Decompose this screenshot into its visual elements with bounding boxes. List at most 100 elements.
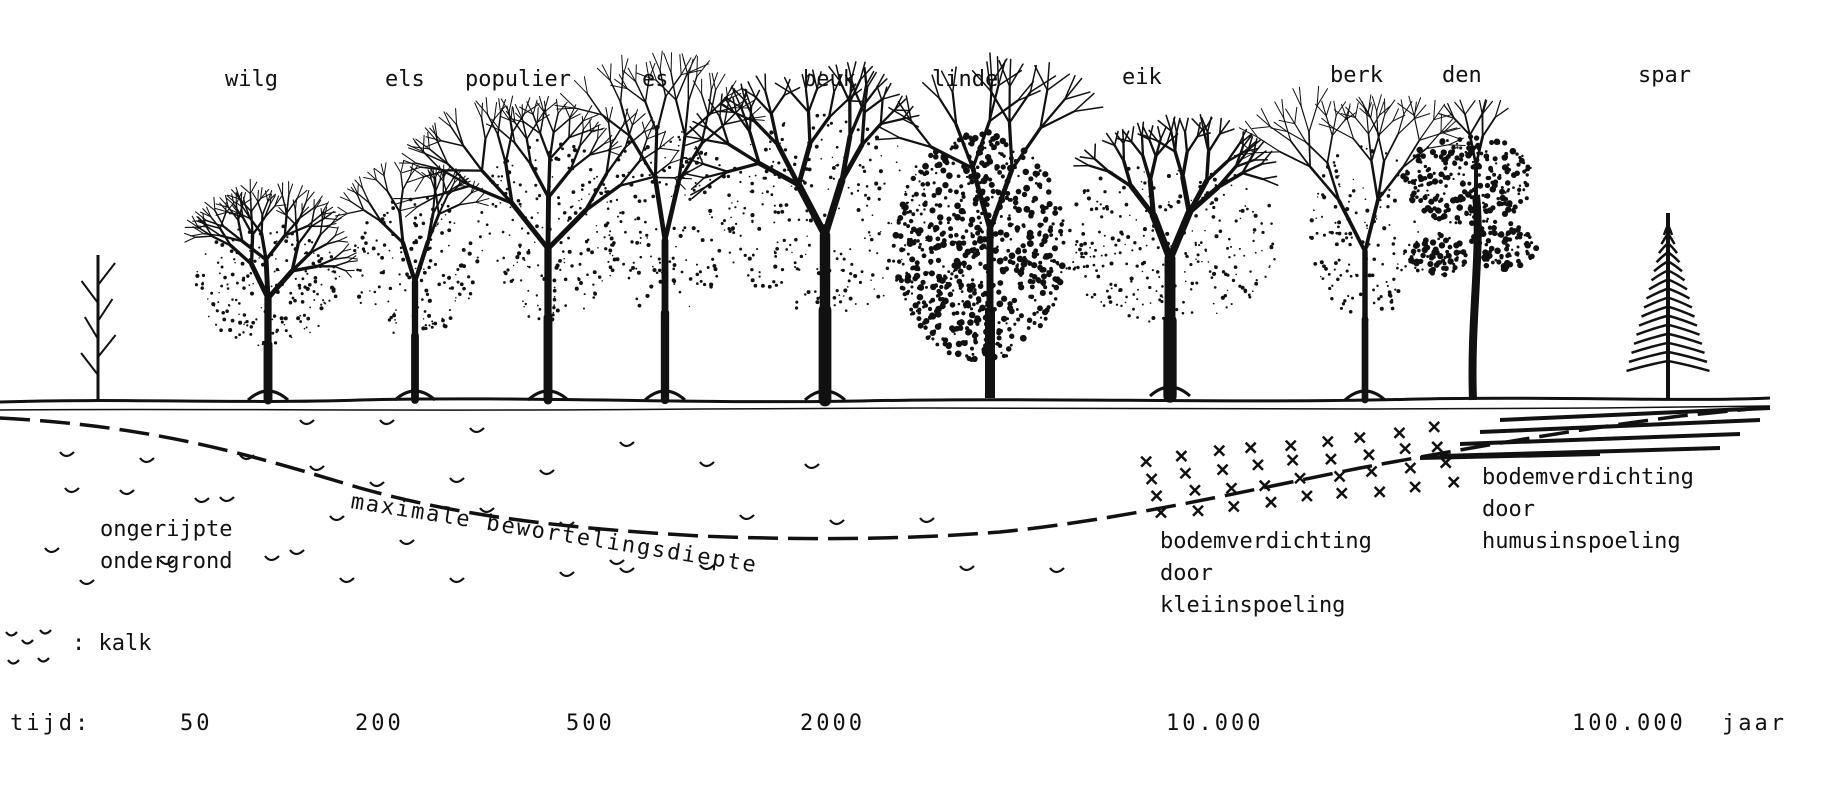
tree-labels: wilg els populier es beuk linde eik berk…: [225, 63, 1691, 92]
tree-willow-sapling: [81, 255, 116, 400]
clay-mark: [1288, 455, 1298, 465]
clay-mark: [1266, 497, 1276, 507]
kalk-mark: [450, 578, 464, 582]
tree-spar: [1627, 213, 1710, 398]
tree-wilg: [185, 179, 358, 400]
tree-label-eik: eik: [1122, 65, 1162, 90]
clay-mark: [1176, 451, 1186, 461]
kalk-mark: [120, 490, 134, 494]
clay-mark: [1335, 471, 1345, 481]
kalk-mark: [300, 420, 314, 424]
time-tick-10000: 10.000: [1166, 711, 1263, 736]
clay-mark: [1246, 443, 1256, 453]
clay-mark: [1337, 488, 1347, 498]
tree-els: [335, 161, 488, 400]
clay-mark: [1229, 502, 1239, 512]
time-tick-50: 50: [180, 711, 213, 736]
time-tick-200: 200: [355, 711, 404, 736]
kalk-mark: [620, 568, 634, 572]
kalk-mark: [340, 578, 354, 582]
tree-label-els: els: [385, 67, 425, 92]
kalk-mark: [80, 580, 94, 584]
kalk-mark: [920, 518, 934, 522]
tree-label-wilg: wilg: [225, 67, 278, 92]
kalk-mark: [60, 452, 74, 456]
clay-mark: [1326, 454, 1336, 464]
kalk-mark: [330, 516, 344, 520]
ground-line-lower: [0, 406, 1770, 410]
kalk-mark: [45, 548, 59, 552]
kalk-mark: [310, 466, 324, 470]
tree-label-den: den: [1442, 63, 1482, 88]
kalk-mark: [65, 488, 79, 492]
clay-mark: [1286, 441, 1296, 451]
clay-mark: [1180, 468, 1190, 478]
humus-compaction-label-1: bodemverdichting: [1482, 465, 1694, 490]
clay-mark: [1190, 485, 1200, 495]
kalk-mark: [195, 498, 209, 502]
kalk-mark: [740, 515, 754, 519]
unripe-subsoil-label-2: ondergrond: [100, 549, 232, 574]
kalk-mark: [370, 482, 384, 486]
tree-den: [1400, 100, 1539, 400]
clay-mark: [1226, 483, 1236, 493]
clay-mark: [1367, 466, 1377, 476]
clay-mark: [1193, 506, 1203, 516]
clay-mark: [1147, 474, 1157, 484]
kalk-mark: [560, 572, 574, 576]
kalk-legend-icon: [6, 630, 51, 664]
time-axis-label: tijd:: [10, 711, 91, 736]
clay-mark: [1214, 446, 1224, 456]
kalk-mark: [620, 442, 634, 446]
time-axis-unit: jaar: [1722, 711, 1787, 736]
humus-compaction-label-3: humusinspoeling: [1482, 529, 1681, 554]
time-tick-2000: 2000: [800, 711, 865, 736]
tree-label-berk: berk: [1330, 63, 1383, 88]
kalk-mark: [380, 420, 394, 424]
clay-mark: [1429, 422, 1439, 432]
kalk-legend: : kalk: [6, 630, 151, 664]
kalk-legend-label: : kalk: [72, 631, 151, 656]
trees-layer: [81, 51, 1709, 400]
clay-mark: [1355, 433, 1365, 443]
kalk-mark: [700, 462, 714, 466]
kalk-mark: [805, 464, 819, 468]
clay-mark: [1410, 482, 1420, 492]
time-tick-100000: 100.000: [1572, 711, 1686, 736]
clay-compaction-label-1: bodemverdichting: [1160, 529, 1372, 554]
kalk-mark: [470, 428, 484, 432]
kalk-mark: [610, 560, 624, 564]
kalk-mark: [290, 550, 304, 554]
kalk-mark: [1050, 568, 1064, 572]
clay-compaction-label-2: door: [1160, 561, 1213, 586]
kalk-mark: [400, 540, 414, 544]
kalk-mark: [540, 470, 554, 474]
rooting-depth-label: maximale bewortelingsdiepte: [349, 489, 759, 578]
clay-mark: [1375, 487, 1385, 497]
clay-mark: [1432, 442, 1442, 452]
kalk-mark: [960, 566, 974, 570]
kalk-mark: [450, 478, 464, 482]
clay-mark: [1405, 463, 1415, 473]
kalk-mark: [830, 520, 844, 524]
tree-label-es: es: [642, 67, 669, 92]
clay-compaction-label-3: kleiinspoeling: [1160, 593, 1345, 618]
kalk-mark: [220, 497, 234, 501]
tree-populier: [394, 96, 692, 400]
clay-mark: [1364, 450, 1374, 460]
humus-inwash-stripes: [1420, 408, 1770, 458]
tree-label-spar: spar: [1638, 63, 1691, 88]
clay-mark: [1449, 477, 1459, 487]
clay-mark: [1302, 491, 1312, 501]
tree-linde: [876, 53, 1103, 398]
humus-compaction-label-2: door: [1482, 497, 1535, 522]
kalk-mark: [265, 556, 279, 560]
clay-mark: [1141, 457, 1151, 467]
tree-label-populier: populier: [465, 67, 571, 92]
clay-mark: [1152, 491, 1162, 501]
tree-beuk: [684, 62, 929, 400]
time-tick-500: 500: [566, 711, 615, 736]
clay-mark: [1400, 444, 1410, 454]
kalk-mark: [140, 458, 154, 462]
